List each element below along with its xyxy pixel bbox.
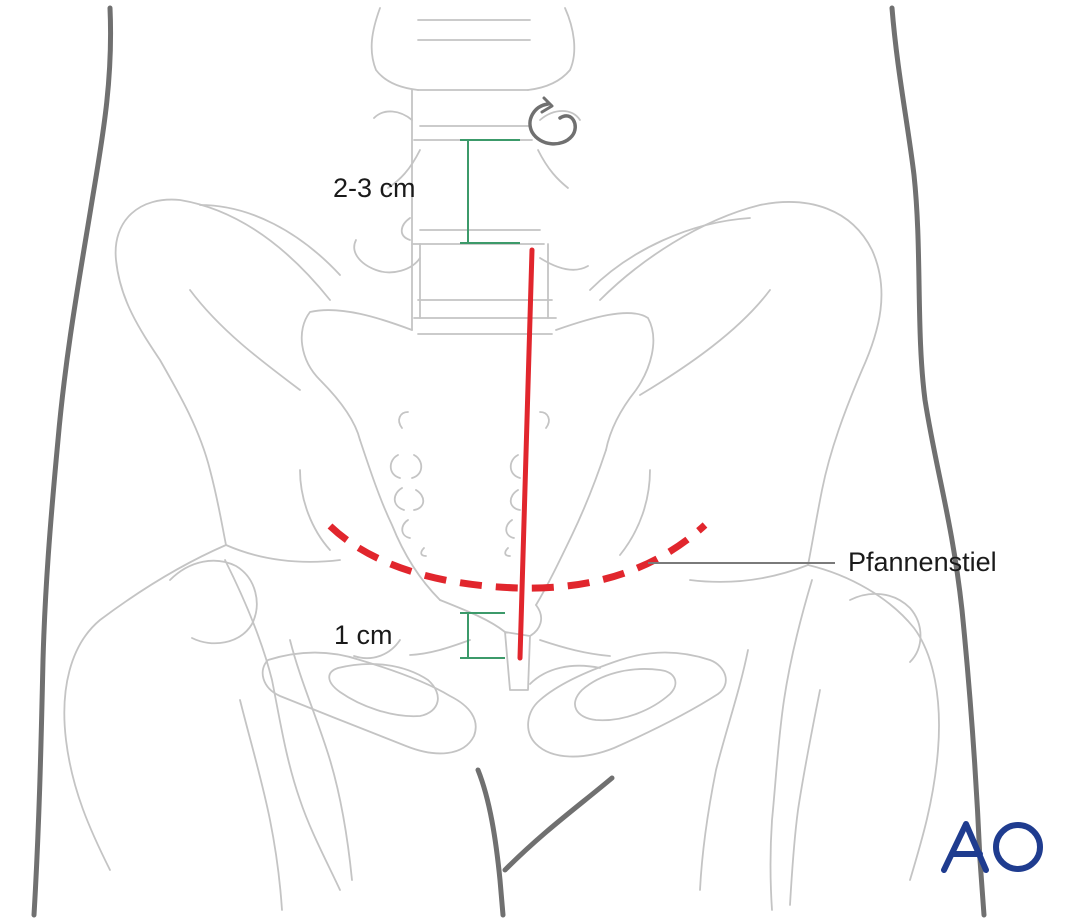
measure-bracket-vertebra bbox=[460, 140, 520, 243]
vertebra-gap-label: 2-3 cm bbox=[333, 173, 416, 204]
ao-logo bbox=[938, 818, 1046, 874]
measure-bracket-symphysis bbox=[460, 613, 505, 658]
body-contour bbox=[34, 8, 984, 915]
skeleton-outline bbox=[64, 8, 939, 910]
rotation-icon bbox=[530, 104, 575, 144]
symphysis-gap-label: 1 cm bbox=[334, 620, 393, 651]
pfannenstiel-incision bbox=[330, 525, 705, 588]
midline-incision bbox=[520, 250, 532, 658]
pfannenstiel-label: Pfannenstiel bbox=[848, 547, 997, 578]
